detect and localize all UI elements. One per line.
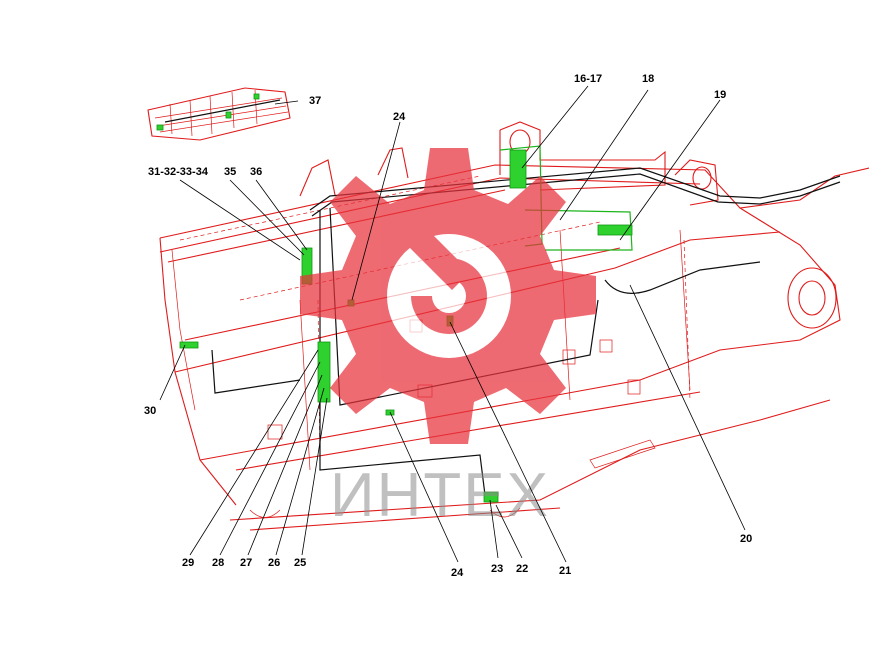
callout-30: 30 bbox=[144, 405, 156, 417]
callout-22: 22 bbox=[516, 563, 528, 575]
callout-18: 18 bbox=[642, 73, 654, 85]
callout-23: 23 bbox=[491, 563, 503, 575]
callout-26: 26 bbox=[268, 557, 280, 569]
callout-24-top: 24 bbox=[393, 111, 406, 123]
callout-31-34: 31-32-33-34 bbox=[148, 166, 209, 178]
callout-21: 21 bbox=[559, 565, 571, 577]
watermark-gear-logo bbox=[300, 148, 596, 444]
leader-lines bbox=[159, 85, 746, 563]
callout-28: 28 bbox=[212, 557, 224, 569]
inset-detail-37 bbox=[147, 87, 291, 141]
callout-20: 20 bbox=[740, 533, 752, 545]
callout-labels: 37 24 16-17 18 19 31-32-33-34 35 36 30 2… bbox=[144, 73, 752, 579]
callout-37: 37 bbox=[309, 95, 321, 107]
callout-19: 19 bbox=[714, 89, 726, 101]
callout-25: 25 bbox=[294, 557, 306, 569]
callout-27: 27 bbox=[240, 557, 252, 569]
callout-35: 35 bbox=[224, 166, 236, 178]
electrical-components bbox=[179, 145, 633, 503]
watermark-text: ИНТЕХ bbox=[330, 461, 550, 530]
callout-29: 29 bbox=[182, 557, 194, 569]
callout-24-bottom: 24 bbox=[451, 567, 464, 579]
callout-16-17: 16-17 bbox=[574, 73, 602, 85]
callout-36: 36 bbox=[250, 166, 262, 178]
